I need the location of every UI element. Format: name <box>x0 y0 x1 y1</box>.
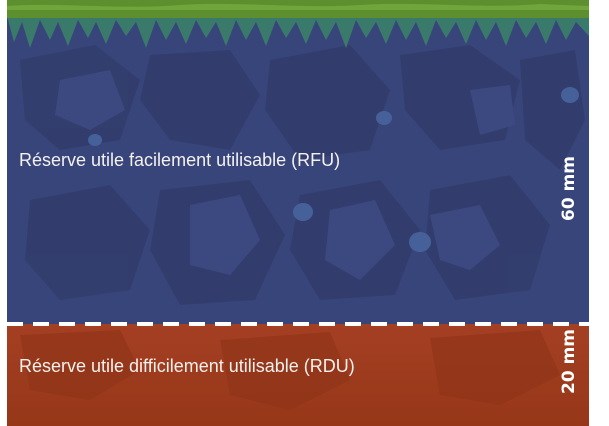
rock-highlight <box>55 70 515 280</box>
rfu-measure: 60 mm <box>559 155 579 221</box>
pebbles <box>88 87 579 252</box>
rdu-dimension-arrow <box>590 330 609 422</box>
rdu-label: Réserve utile difficilement utilisable (… <box>19 356 355 376</box>
rfu-label: Réserve utile facilement utilisable (RFU… <box>19 150 341 170</box>
grass-blades <box>7 16 589 48</box>
rfu-dimension-arrow <box>590 26 609 318</box>
rdu-texture <box>20 330 560 410</box>
rdu-measure: 20 mm <box>559 328 579 394</box>
